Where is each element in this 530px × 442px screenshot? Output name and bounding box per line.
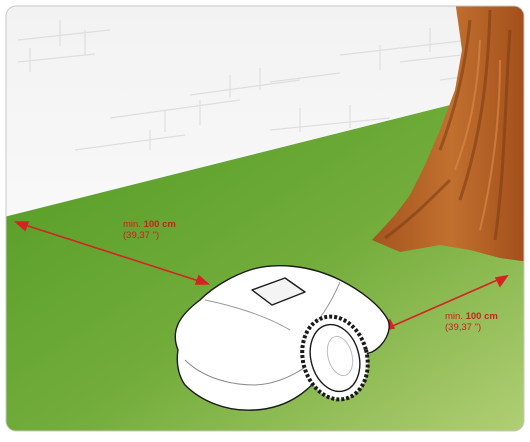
distance-label-left-imperial: (39,37 ") [123,230,176,241]
distance-label-right-value: 100 cm [466,311,498,322]
distance-label-left-value: 100 cm [144,219,176,230]
distance-label-left-prefix: min. [123,219,144,230]
distance-label-left: min. 100 cm (39,37 ") [123,219,176,241]
distance-label-right-imperial: (39,37 ") [445,322,498,333]
distance-label-right: min. 100 cm (39,37 ") [445,311,498,333]
distance-label-right-prefix: min. [445,311,466,322]
